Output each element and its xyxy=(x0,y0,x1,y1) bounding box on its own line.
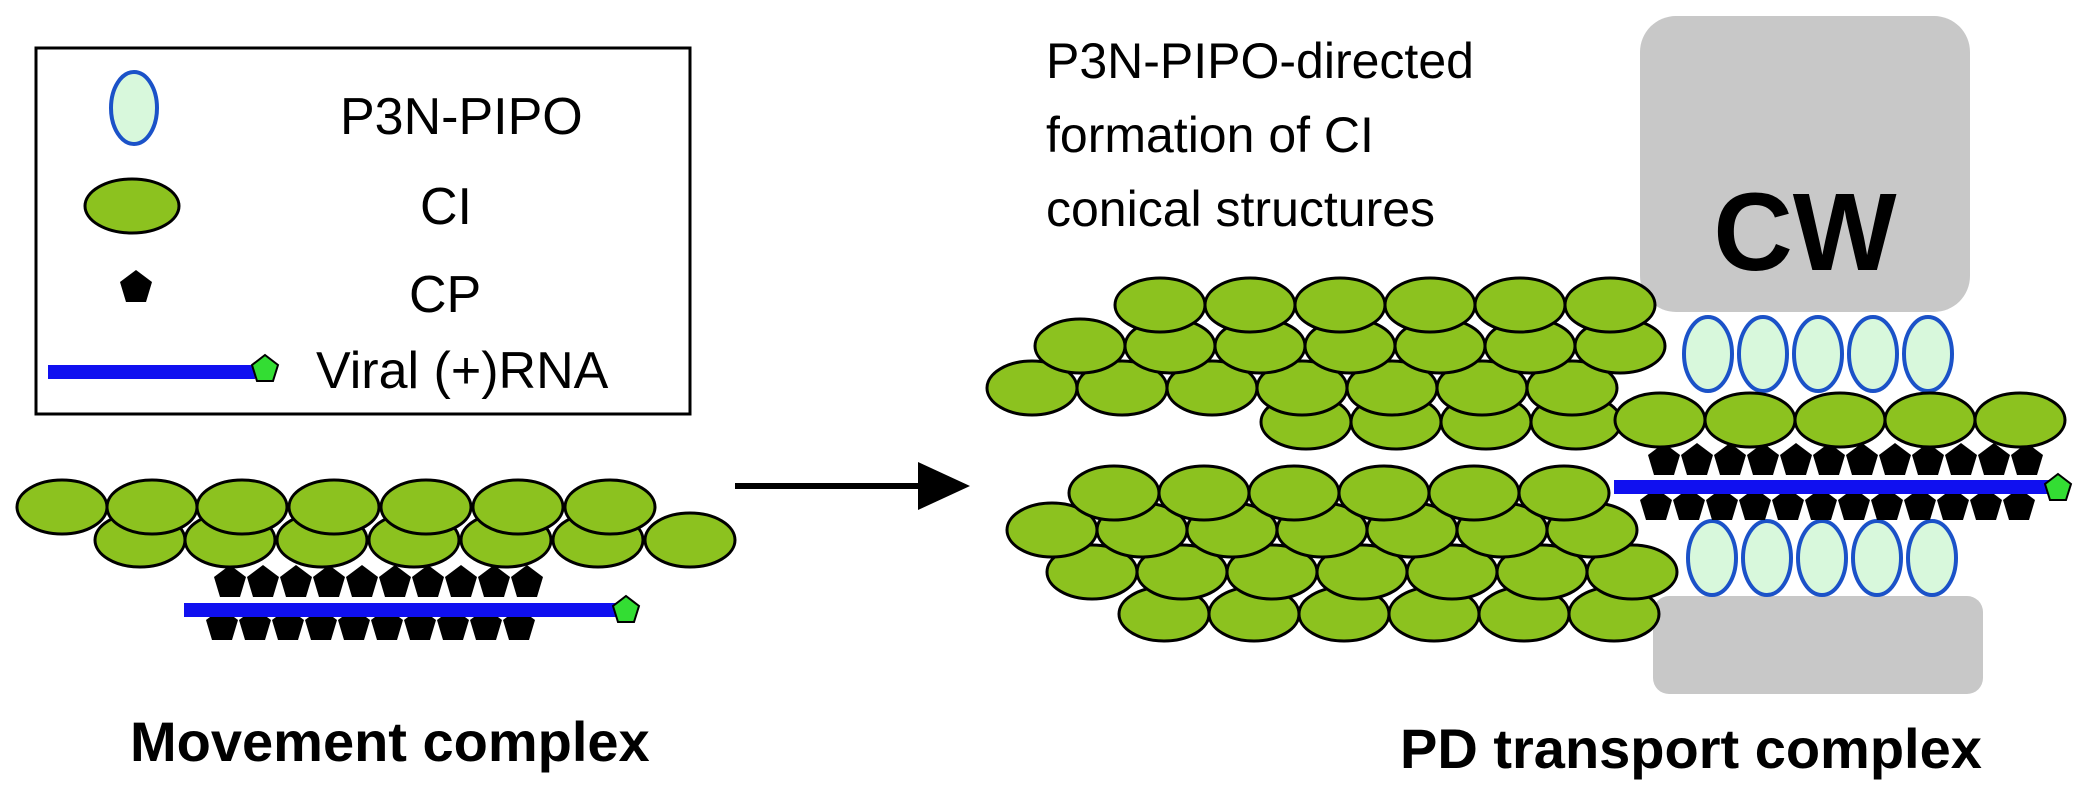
cp-particle xyxy=(346,565,378,597)
ci-conical-structure-lower xyxy=(1005,464,1679,643)
ci-particle xyxy=(1703,391,1797,449)
ci-particle xyxy=(1157,464,1251,522)
transition-arrow xyxy=(735,462,970,510)
p3n-pipo-particle xyxy=(1906,519,1958,597)
ci-particle xyxy=(379,478,473,536)
cp-particle xyxy=(445,565,477,597)
ci-particle xyxy=(1383,276,1477,334)
cell-wall-lower xyxy=(1653,596,1983,694)
p3n-pipo-particle xyxy=(1796,519,1848,597)
pd-vpg-icon xyxy=(2044,473,2072,501)
ci-particle xyxy=(1525,359,1619,417)
legend: P3N-PIPO CI CP Viral (+)RNA xyxy=(34,46,692,416)
ci-particle xyxy=(1883,391,1977,449)
ci-particle xyxy=(105,478,199,536)
pd-transport-complex xyxy=(985,276,2072,643)
ci-particle xyxy=(1473,276,1567,334)
ci-particle xyxy=(1613,391,1707,449)
annotation-line-2: formation of CI xyxy=(1046,107,1374,163)
cp-particle xyxy=(1945,443,1977,475)
ci-particle xyxy=(1517,464,1611,522)
p3n-pipo-icon xyxy=(109,70,159,146)
ci-icon xyxy=(83,177,181,235)
cp-particle xyxy=(511,565,543,597)
left-cp-layer xyxy=(206,565,543,640)
cp-particle xyxy=(214,565,246,597)
p3n-pipo-particle xyxy=(1686,519,1738,597)
annotation-line-3: conical structures xyxy=(1046,181,1435,237)
movement-complex xyxy=(15,478,737,640)
legend-label-cp: CP xyxy=(409,266,481,324)
p3n-pipo-particle xyxy=(1792,315,1844,393)
cp-particle xyxy=(1681,443,1713,475)
p3n-pipo-particle xyxy=(1851,519,1903,597)
annotation-line-1: P3N-PIPO-directed xyxy=(1046,33,1474,89)
cp-particle xyxy=(379,565,411,597)
cell-wall-upper xyxy=(1640,16,1970,312)
p3n-pipo-row-top xyxy=(1682,315,1954,393)
pd-ci-layer xyxy=(1613,391,2067,449)
ci-particle xyxy=(643,511,737,569)
caption-pd-transport-complex: PD transport complex xyxy=(1400,717,1982,780)
legend-label-viral-rna: Viral (+)RNA xyxy=(316,342,609,400)
p3n-pipo-row-bottom xyxy=(1686,519,1958,597)
p3n-pipo-particle xyxy=(1741,519,1793,597)
p3n-pipo-particle xyxy=(1847,315,1899,393)
ci-particle xyxy=(1247,464,1341,522)
ci-particle xyxy=(1563,276,1657,334)
cp-particle xyxy=(313,565,345,597)
ci-particle xyxy=(1293,276,1387,334)
ci-particle xyxy=(563,478,657,536)
cp-particle xyxy=(280,565,312,597)
cell-wall: CW xyxy=(1640,16,1983,694)
ci-particle xyxy=(1067,464,1161,522)
cp-particle xyxy=(1780,443,1812,475)
ci-particle xyxy=(1337,464,1431,522)
ci-particle xyxy=(1203,276,1297,334)
cp-particle xyxy=(478,565,510,597)
left-ci-layer xyxy=(15,478,737,569)
cp-particle xyxy=(1978,443,2010,475)
cell-wall-label: CW xyxy=(1713,171,1896,294)
ci-particle xyxy=(1113,276,1207,334)
legend-label-ci: CI xyxy=(420,178,472,236)
ci-particle xyxy=(195,478,289,536)
ci-particle xyxy=(1033,317,1127,375)
ci-particle xyxy=(471,478,565,536)
annotation: P3N-PIPO-directed formation of CI conica… xyxy=(1046,33,1474,237)
left-vpg-icon xyxy=(612,595,640,623)
ci-particle xyxy=(1973,391,2067,449)
p3n-pipo-particle xyxy=(1737,315,1789,393)
ci-particle xyxy=(1585,543,1679,601)
ci-conical-structure-upper xyxy=(985,276,1667,451)
ci-particle xyxy=(15,478,109,536)
p3n-pipo-particle xyxy=(1902,315,1954,393)
cp-particle xyxy=(247,565,279,597)
ci-particle xyxy=(287,478,381,536)
cp-particle xyxy=(1846,443,1878,475)
cp-particle xyxy=(1879,443,1911,475)
legend-label-p3n-pipo: P3N-PIPO xyxy=(340,88,583,146)
ci-particle xyxy=(1793,391,1887,449)
caption-movement-complex: Movement complex xyxy=(130,710,650,773)
cp-particle xyxy=(412,565,444,597)
ci-particle xyxy=(1427,464,1521,522)
p3n-pipo-particle xyxy=(1682,315,1734,393)
